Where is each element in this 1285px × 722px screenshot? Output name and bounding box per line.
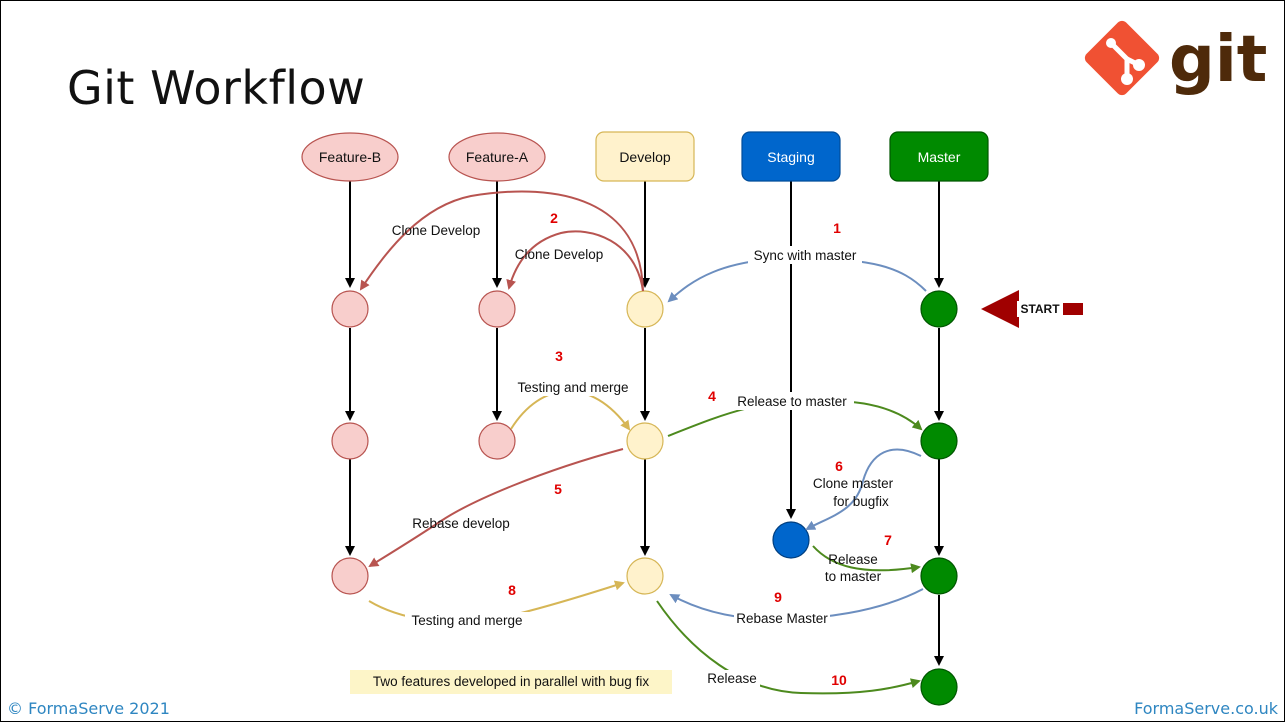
branch-feature-b-label: Feature-B	[319, 149, 381, 165]
step-2-number: 2	[550, 210, 558, 226]
step-10-label: Release	[707, 671, 757, 686]
develop-node-2	[626, 422, 664, 460]
step-7-number: 7	[884, 532, 892, 548]
arrow-sync-with-master	[667, 256, 927, 303]
branch-staging	[741, 131, 841, 182]
branch-staging-label: Staging	[767, 149, 814, 165]
arrow-release-final	[656, 600, 921, 695]
step-9-label: Rebase Master	[736, 611, 828, 626]
git-logo: git	[1084, 20, 1267, 97]
staging-node	[772, 521, 810, 559]
footer-website[interactable]: FormaServe.co.uk	[1134, 699, 1278, 718]
step-3-number: 3	[555, 348, 563, 364]
branch-develop-label: Develop	[619, 149, 671, 165]
step-2-label-a: Clone Develop	[515, 247, 604, 262]
step-5-label: Rebase develop	[412, 516, 510, 531]
develop-node-3	[626, 557, 664, 595]
step-10-number: 10	[831, 672, 847, 688]
step-6-label-line1: Clone master	[813, 476, 894, 491]
step-7-label-line1: Release	[828, 552, 878, 567]
step-1-number: 1	[833, 220, 841, 236]
arrow-rebase-develop	[368, 448, 624, 568]
branch-master	[889, 131, 989, 182]
master-node-3	[920, 557, 958, 595]
step-9-number: 9	[774, 589, 782, 605]
master-node-1	[920, 290, 958, 328]
feature-b-node-2	[331, 422, 369, 460]
feature-a-node-2	[478, 422, 516, 460]
step-4-label: Release to master	[737, 394, 847, 409]
feature-b-node-1	[331, 290, 369, 328]
develop-node-1	[626, 290, 664, 328]
step-1-label: Sync with master	[754, 248, 857, 263]
feature-a-node-1	[478, 290, 516, 328]
step-7-label-line2: to master	[825, 569, 882, 584]
branch-feature-a-label: Feature-A	[466, 149, 529, 165]
branch-master-label: Master	[918, 149, 961, 165]
step-3-label: Testing and merge	[517, 380, 628, 395]
arrow-clone-develop-b	[359, 190, 644, 292]
branch-develop	[595, 131, 695, 182]
arrow-release-bugfix	[812, 545, 921, 574]
arrow-testing-merge-1	[510, 390, 631, 431]
start-arrow-icon	[981, 290, 1019, 328]
commit-nodes	[331, 290, 958, 706]
page-title: Git Workflow	[67, 61, 366, 115]
branch-lines	[345, 181, 944, 666]
git-logo-text: git	[1169, 23, 1267, 97]
step-5-number: 5	[554, 481, 562, 497]
step-4-number: 4	[708, 388, 716, 404]
step-6-number: 6	[835, 458, 843, 474]
master-node-2	[920, 422, 958, 460]
branch-feature-b	[301, 132, 399, 182]
start-indicator: START	[981, 290, 1083, 328]
footer-copyright: © FormaServe 2021	[7, 699, 170, 718]
master-node-4	[920, 668, 958, 706]
arrow-clone-develop-a	[506, 230, 644, 292]
step-8-number: 8	[508, 582, 516, 598]
step-2-label-b: Clone Develop	[392, 223, 481, 238]
feature-b-node-3	[331, 557, 369, 595]
start-label: START	[1020, 302, 1060, 316]
arrow-clone-master-bugfix	[805, 448, 922, 530]
diagram-note: Two features developed in parallel with …	[350, 670, 672, 694]
step-8-label: Testing and merge	[411, 613, 522, 628]
branch-feature-a	[448, 132, 546, 182]
step-6-label-line2: for bugfix	[833, 494, 889, 509]
